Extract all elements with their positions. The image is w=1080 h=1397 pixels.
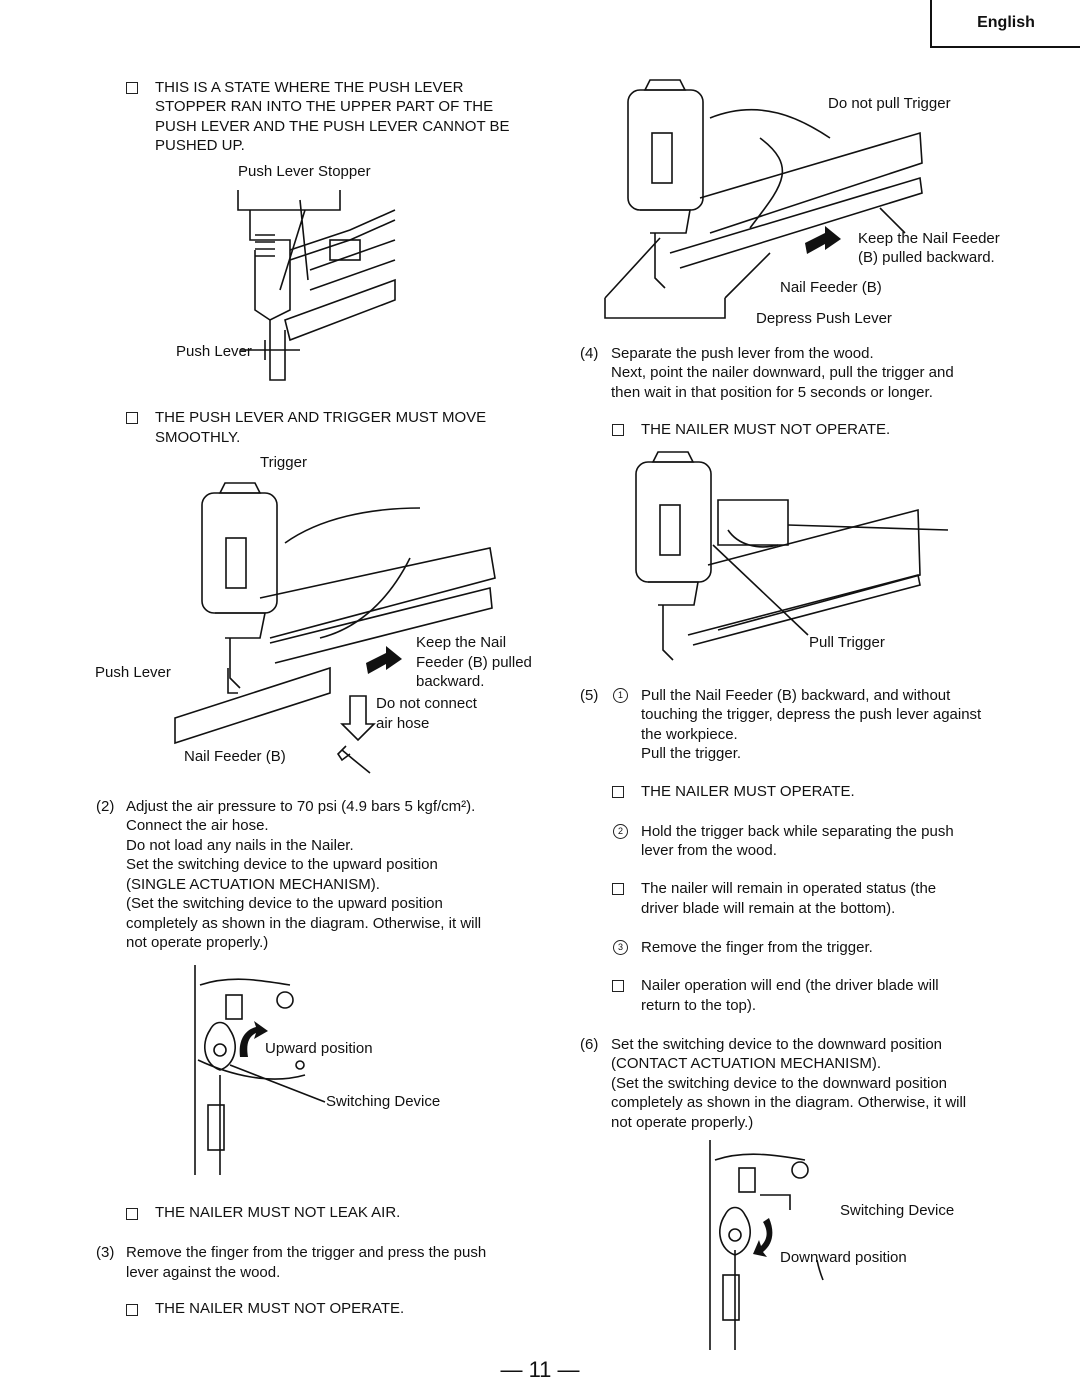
fig6-label-down: Downward position xyxy=(780,1249,907,1266)
nailer-trigger-illustration xyxy=(174,482,496,774)
step6-line: (Set the switching device to the downwar… xyxy=(611,1075,948,1092)
step3-line: lever against the wood. xyxy=(126,1264,281,1281)
fig3-label-switch: Switching Device xyxy=(326,1093,441,1110)
fig3-label-up: Upward position xyxy=(265,1040,373,1057)
step3-number: (3) xyxy=(96,1244,115,1261)
step2-line: Set the switching device to the upward p… xyxy=(126,856,438,873)
push-lever-stopper-illustration xyxy=(237,190,396,381)
checkbox-icon xyxy=(126,1208,138,1220)
step6-line: (CONTACT ACTUATION MECHANISM). xyxy=(611,1055,881,1072)
fig1-label-lever: Push Lever xyxy=(176,343,252,360)
step5-circled-2: 2 xyxy=(613,824,628,839)
nailer-pull-trigger-illustration xyxy=(635,451,949,661)
fig4-label-depress: Depress Push Lever xyxy=(756,310,892,327)
nailer-depress-illustration xyxy=(604,79,923,319)
checkbox-icon xyxy=(612,786,624,798)
step4-line: Next, point the nailer downward, pull th… xyxy=(611,364,954,381)
fig1-label-stopper: Push Lever Stopper xyxy=(238,163,371,180)
checkbox-icon xyxy=(612,883,624,895)
step5-3: Remove the finger from the trigger. xyxy=(641,939,873,956)
step5-1-line: the workpiece. xyxy=(641,726,738,743)
check2-line: THE PUSH LEVER AND TRIGGER MUST MOVE xyxy=(155,409,487,426)
checkbox-icon xyxy=(126,412,138,424)
step4-line: then wait in that position for 5 seconds… xyxy=(611,384,933,401)
check7-line: The nailer will remain in operated statu… xyxy=(641,880,937,897)
fig4-label-keep: Keep the Nail Feeder xyxy=(858,230,1000,247)
language-tab: English xyxy=(930,0,1080,48)
fig2-label-keep: Keep the Nail xyxy=(416,634,507,651)
fig2-label-trigger: Trigger xyxy=(260,454,307,471)
step2-number: (2) xyxy=(96,798,115,815)
fig4-label-feeder: Nail Feeder (B) xyxy=(780,279,882,296)
check7-line: driver blade will remain at the bottom). xyxy=(641,900,896,917)
step6-line: not operate properly.) xyxy=(611,1114,754,1131)
switching-device-down-illustration xyxy=(709,1140,824,1350)
check1-line: PUSH LEVER AND THE PUSH LEVER CANNOT BE xyxy=(155,118,510,135)
checkbox-icon xyxy=(126,1304,138,1316)
page-number: — 11 — xyxy=(500,1357,580,1382)
step5-1-line: touching the trigger, depress the push l… xyxy=(641,706,982,723)
step6-line: completely as shown in the diagram. Othe… xyxy=(611,1094,967,1111)
fig4-label-keep: (B) pulled backward. xyxy=(858,249,995,266)
check3: THE NAILER MUST NOT LEAK AIR. xyxy=(155,1204,401,1221)
fig6-label-switch: Switching Device xyxy=(840,1202,955,1219)
fig2-label-noair: Do not connect xyxy=(376,695,477,712)
fig4-label-nopull: Do not pull Trigger xyxy=(828,95,951,112)
step2-line: Connect the air hose. xyxy=(126,817,269,834)
step2-line: (Set the switching device to the upward … xyxy=(126,895,443,912)
check5: THE NAILER MUST NOT OPERATE. xyxy=(641,421,891,438)
step6-number: (6) xyxy=(580,1036,599,1053)
step2-line: Do not load any nails in the Nailer. xyxy=(126,837,354,854)
step2-line: not operate properly.) xyxy=(126,934,269,951)
check1-line: THIS IS A STATE WHERE THE PUSH LEVER xyxy=(155,79,464,96)
step5-1-line: Pull the Nail Feeder (B) backward, and w… xyxy=(641,687,951,704)
step3-line: Remove the finger from the trigger and p… xyxy=(126,1244,487,1261)
checkbox-icon xyxy=(612,424,624,436)
checkbox-icon xyxy=(612,980,624,992)
step4-line: Separate the push lever from the wood. xyxy=(611,345,874,362)
switching-device-up-illustration xyxy=(194,965,326,1175)
fig2-label-noair: air hose xyxy=(376,715,430,732)
fig2-label-lever: Push Lever xyxy=(95,664,171,681)
check1-line: PUSHED UP. xyxy=(155,137,245,154)
check4: THE NAILER MUST NOT OPERATE. xyxy=(155,1300,405,1317)
step5-circled-1: 1 xyxy=(613,688,628,703)
step2-line: (SINGLE ACTUATION MECHANISM). xyxy=(126,876,380,893)
step5-number: (5) xyxy=(580,687,599,704)
check8-line: Nailer operation will end (the driver bl… xyxy=(641,977,939,994)
check1-line: STOPPER RAN INTO THE UPPER PART OF THE xyxy=(155,98,494,115)
step5-2-line: lever from the wood. xyxy=(641,842,777,859)
step5-circled-3: 3 xyxy=(613,940,628,955)
step5-1-line: Pull the trigger. xyxy=(641,745,742,762)
fig2-label-feeder: Nail Feeder (B) xyxy=(184,748,286,765)
step4-number: (4) xyxy=(580,345,599,362)
check8-line: return to the top). xyxy=(641,997,757,1014)
checkbox-icon xyxy=(126,82,138,94)
step2-line: completely as shown in the diagram. Othe… xyxy=(126,915,482,932)
check2-line: SMOOTHLY. xyxy=(155,429,241,446)
check6: THE NAILER MUST OPERATE. xyxy=(641,783,855,800)
fig5-label-pull: Pull Trigger xyxy=(809,634,885,651)
step2-line: Adjust the air pressure to 70 psi (4.9 b… xyxy=(126,798,476,815)
step6-line: Set the switching device to the downward… xyxy=(611,1036,943,1053)
fig2-label-keep: Feeder (B) pulled xyxy=(416,654,532,671)
step5-2-line: Hold the trigger back while separating t… xyxy=(641,823,954,840)
fig2-label-keep: backward. xyxy=(416,673,485,690)
